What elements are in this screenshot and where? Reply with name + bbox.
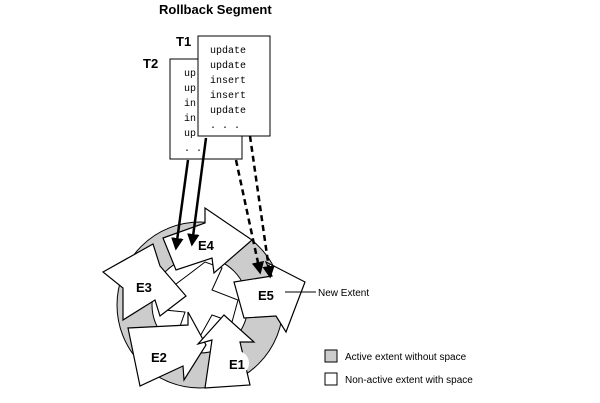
svg-text:up: up xyxy=(184,69,196,80)
extent-e4: E4 xyxy=(162,206,253,275)
svg-text:E3: E3 xyxy=(136,280,152,295)
legend-swatch-inactive xyxy=(324,372,338,386)
svg-text:E4: E4 xyxy=(198,238,215,253)
transaction-t1: T1 update update insert insert update . … xyxy=(176,34,271,137)
svg-text:update: update xyxy=(210,45,246,57)
extent-e3: E3 xyxy=(101,243,187,322)
svg-text:T2: T2 xyxy=(143,56,158,71)
svg-text:update: update xyxy=(210,105,246,117)
legend-label-active: Active extent without space xyxy=(345,352,467,363)
svg-text:. . .: . . . xyxy=(210,121,240,132)
t2-to-e5-dashed-arrow xyxy=(234,159,265,275)
svg-text:in: in xyxy=(184,98,196,110)
new-extent-label: New Extent xyxy=(318,288,369,299)
extent-e2: E2 xyxy=(127,311,207,387)
svg-text:. .: . . xyxy=(184,144,202,155)
svg-text:insert: insert xyxy=(210,75,246,87)
legend: Active extent without space Non-active e… xyxy=(324,349,473,386)
legend-label-inactive: Non-active extent with space xyxy=(345,375,473,386)
svg-text:T1: T1 xyxy=(176,34,191,49)
svg-text:up: up xyxy=(184,129,196,140)
svg-text:E1: E1 xyxy=(229,357,245,372)
svg-text:insert: insert xyxy=(210,90,246,102)
t1-to-e5-dashed-arrow xyxy=(248,135,275,279)
svg-text:update: update xyxy=(210,60,246,72)
svg-text:E5: E5 xyxy=(258,288,274,303)
svg-text:in: in xyxy=(184,113,196,125)
t2-to-e4-arrow xyxy=(171,159,190,251)
diagram-title: Rollback Segment xyxy=(159,2,272,17)
svg-text:up: up xyxy=(184,84,196,95)
svg-text:E2: E2 xyxy=(151,350,167,365)
legend-swatch-active xyxy=(324,349,338,363)
t1-to-e4-arrow xyxy=(187,137,208,247)
extent-e1: E1 xyxy=(196,314,256,389)
